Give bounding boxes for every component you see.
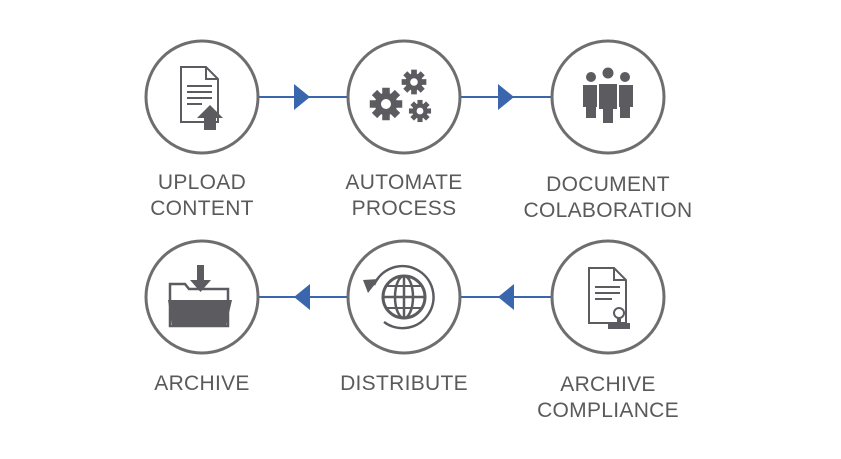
step-label-compliance: ARCHIVE COMPLIANCE	[537, 372, 679, 424]
connector-automate-collab	[461, 84, 551, 110]
step-label-line: PROCESS	[351, 197, 457, 220]
step-label-archive: ARCHIVE	[154, 371, 249, 397]
step-label-upload: UPLOAD CONTENT	[150, 170, 254, 222]
step-label-line: COMPLIANCE	[537, 399, 679, 422]
step-label-line: COLABORATION	[523, 199, 693, 222]
certificate-document-icon	[588, 267, 630, 329]
circle-automate	[346, 39, 462, 155]
step-label-line: UPLOAD	[157, 171, 247, 194]
step-label-line: AUTOMATE	[345, 171, 463, 194]
upload-document-icon	[180, 66, 223, 130]
globe-refresh-icon	[363, 264, 435, 330]
step-label-collab: DOCUMENT COLABORATION	[524, 172, 693, 224]
step-label-line: DISTRIBUTE	[340, 372, 468, 395]
people-group-icon	[583, 65, 633, 125]
step-label-line: ARCHIVE	[154, 372, 250, 395]
step-label-distribute: DISTRIBUTE	[340, 371, 468, 397]
step-label-line: ARCHIVE	[560, 373, 656, 396]
folder-download-icon	[168, 265, 232, 328]
connector-upload-automate	[259, 84, 347, 110]
step-label-line: CONTENT	[150, 197, 254, 220]
step-label-automate: AUTOMATE PROCESS	[345, 170, 462, 222]
connector-compliance-distribute	[461, 284, 551, 310]
step-label-line: DOCUMENT	[546, 173, 670, 196]
connector-distribute-archive	[259, 284, 347, 310]
